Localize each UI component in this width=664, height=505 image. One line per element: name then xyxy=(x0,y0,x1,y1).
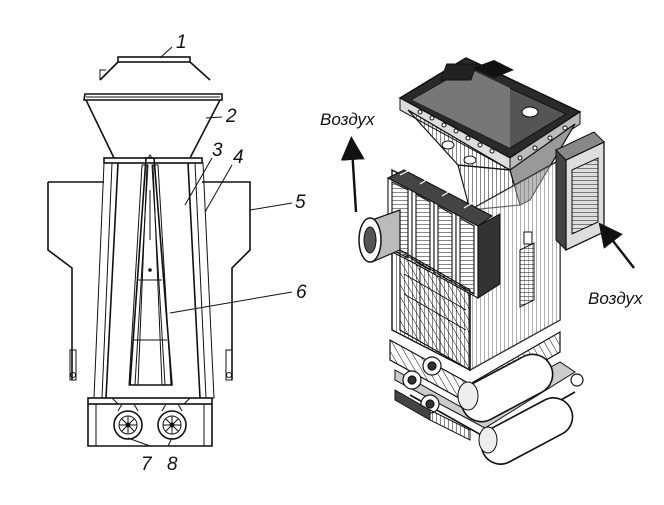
lug-right xyxy=(225,349,233,381)
upper-hopper xyxy=(99,61,211,81)
lug-left xyxy=(69,349,77,381)
air-label-right: Воздух xyxy=(588,289,643,308)
lower-hopper xyxy=(85,99,221,159)
label-5: 5 xyxy=(295,192,306,213)
central-divider xyxy=(129,157,173,386)
air-in-arrow-icon xyxy=(340,136,365,213)
air-out-arrow-icon xyxy=(598,222,635,269)
isometric-machine: Воздух Воздух xyxy=(320,57,643,465)
wall-right-outer xyxy=(194,162,215,399)
label-4: 4 xyxy=(233,147,244,168)
fan-right-icon xyxy=(157,403,187,440)
wall-left-outer xyxy=(93,162,113,399)
label-6: 6 xyxy=(296,282,307,303)
top-flange xyxy=(117,56,191,63)
outer-body xyxy=(47,181,251,380)
inlet-pipe xyxy=(358,209,401,263)
label-7: 7 xyxy=(141,454,153,475)
mid-flange xyxy=(83,93,223,101)
track-right-icon xyxy=(478,397,574,465)
bottom-box xyxy=(87,404,213,447)
fan-left-icon xyxy=(113,403,143,440)
lower-grid-panel xyxy=(399,248,471,372)
air-label-left: Воздух xyxy=(320,110,375,129)
label-8: 8 xyxy=(167,454,178,475)
label-1: 1 xyxy=(176,32,187,53)
track-left-icon xyxy=(457,353,554,423)
label-3: 3 xyxy=(212,140,223,161)
label-2: 2 xyxy=(225,106,237,127)
wall-inner xyxy=(105,162,201,399)
section-drawing: 1 2 3 4 5 6 7 8 xyxy=(47,32,307,475)
